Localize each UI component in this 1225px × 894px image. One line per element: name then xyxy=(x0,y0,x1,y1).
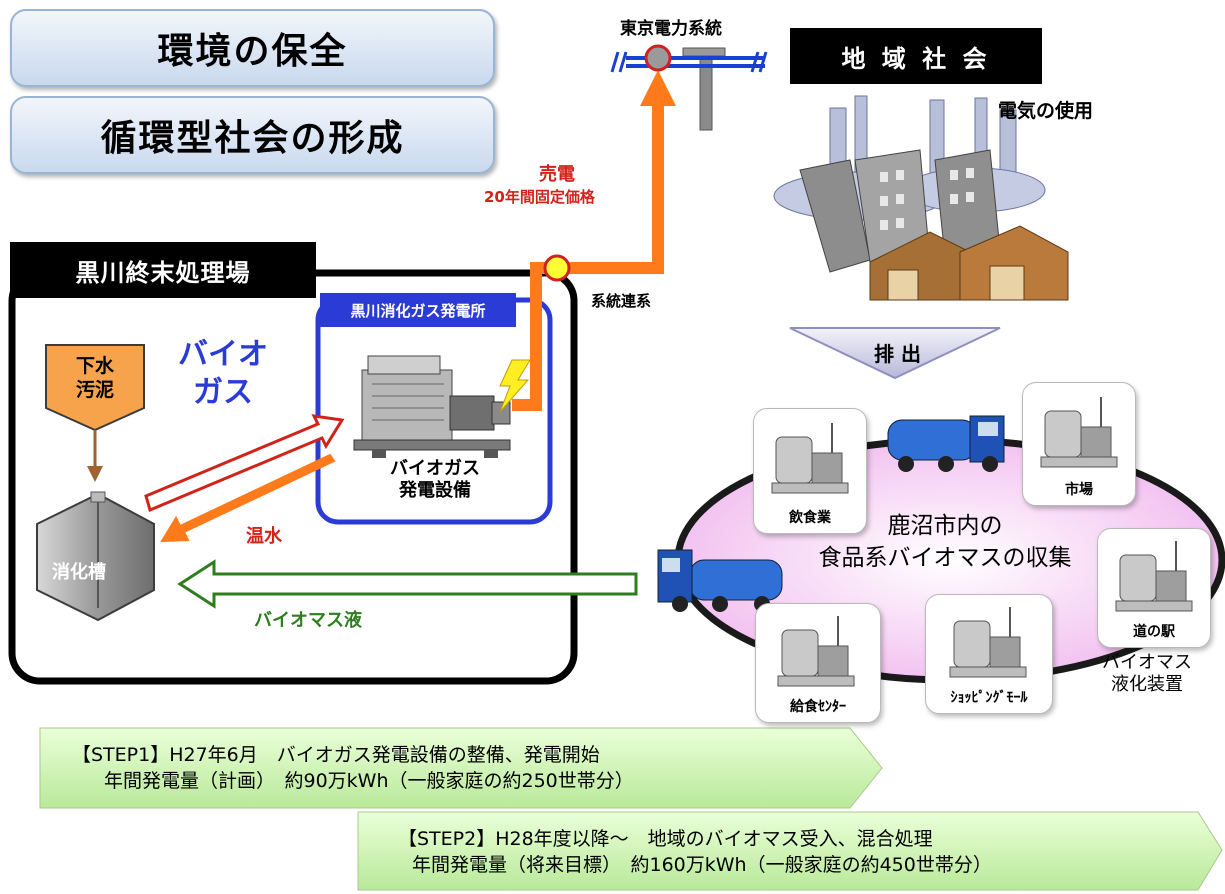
step1-banner-shape xyxy=(39,727,883,809)
generator-illustration xyxy=(353,355,531,458)
power-station-title: 黒川消化ガス発電所 xyxy=(320,293,516,327)
site-card-restaurant: 飲食業 xyxy=(753,408,867,534)
lightning-icon xyxy=(499,359,531,413)
digester-tank xyxy=(36,492,155,622)
biogas-label-line2: ガス xyxy=(193,375,253,410)
sludge-box xyxy=(45,344,145,432)
site-label-roadside-station: 道の駅 xyxy=(1133,624,1175,640)
hot-water-label: 温水 xyxy=(246,526,282,547)
liquefaction-device-icon xyxy=(1040,397,1118,468)
interconnection-point xyxy=(543,254,571,282)
power-station-title-text: 黒川消化ガス発電所 xyxy=(350,301,486,320)
generator-label-line1: バイオガス xyxy=(390,458,480,479)
biogas-label: バイオ ガス xyxy=(168,336,278,412)
tanker-truck-icon-top xyxy=(887,415,1005,472)
digester-label: 消化槽 xyxy=(52,562,106,583)
biogas-arrow xyxy=(144,414,345,513)
biomass-liquid-arrow xyxy=(177,559,638,609)
plant-title-text: 黒川終末処理場 xyxy=(75,258,251,287)
community-title: 地 域 社 会 xyxy=(790,28,1042,84)
step2-line1: 【STEP2】H28年度以降～ 地域のバイオマス受入、混合処理 xyxy=(398,828,933,850)
sludge-label-line2: 汚泥 xyxy=(75,379,114,401)
sludge-label: 下水 汚泥 xyxy=(46,354,144,402)
city-illustration xyxy=(773,95,1069,301)
goal-recycling-society-label: 循環型社会の形成 xyxy=(100,118,405,159)
liquefaction-device-icon xyxy=(771,423,849,494)
liquefaction-device-label: バイオマス 液化装置 xyxy=(1082,652,1212,696)
sell-title: 売電 xyxy=(539,164,575,185)
liquefaction-device-line2: 液化装置 xyxy=(1111,674,1183,695)
power-line-arrowhead xyxy=(640,70,676,106)
step1-line1: 【STEP1】H27年6月 バイオガス発電設備の整備、発電開始 xyxy=(72,744,600,766)
goal-recycling-society-box: 循環型社会の形成 xyxy=(10,96,495,174)
site-label-market: 市場 xyxy=(1065,482,1093,498)
step2-banner-shape xyxy=(357,811,1223,891)
step2-line2: 年間発電量（将来目標） 約160万kWh（一般家庭の約450世帯分） xyxy=(412,854,992,876)
liquefaction-device-icon xyxy=(1115,541,1193,612)
generator-label-line2: 発電設備 xyxy=(399,480,471,501)
liquefaction-device-line1: バイオマス xyxy=(1102,652,1192,673)
site-label-shopping-mall: ｼｮｯﾋﾟﾝｸﾞﾓｰﾙ xyxy=(950,690,1028,706)
interconnect-label: 系統連系 xyxy=(591,292,652,310)
plant-title: 黒川終末処理場 xyxy=(10,242,316,298)
site-card-market: 市場 xyxy=(1022,382,1136,506)
site-card-school-lunch-center: 給食ｾﾝﾀｰ xyxy=(755,603,881,723)
site-label-restaurant: 飲食業 xyxy=(789,510,831,526)
collection-center-line2: 食品系バイオマスの収集 xyxy=(818,545,1072,571)
site-label-school-lunch-center: 給食ｾﾝﾀｰ xyxy=(790,699,846,715)
tanker-truck-icon-left xyxy=(657,549,783,612)
generator-label: バイオガス 発電設備 xyxy=(360,458,510,502)
discharge-label: 排 出 xyxy=(874,342,921,366)
discharge-arrow xyxy=(789,327,1001,380)
step1-text: 【STEP1】H27年6月 バイオガス発電設備の整備、発電開始 年間発電量（計画… xyxy=(72,742,634,794)
power-line-arrow xyxy=(512,100,664,411)
hot-water-arrow xyxy=(160,453,336,543)
step2-text: 【STEP2】H28年度以降～ 地域のバイオマス受入、混合処理 年間発電量（将来… xyxy=(398,826,992,878)
sludge-label-line1: 下水 xyxy=(75,355,114,377)
biomass-liquid-label: バイオマス液 xyxy=(254,610,362,631)
site-card-shopping-mall: ｼｮｯﾋﾟﾝｸﾞﾓｰﾙ xyxy=(925,594,1053,714)
liquefaction-device-icon xyxy=(777,616,855,687)
goal-environment-label: 環境の保全 xyxy=(157,31,348,72)
step1-line2: 年間発電量（計画） 約90万kWh（一般家庭の約250世帯分） xyxy=(104,770,634,792)
utility-pole-icon xyxy=(610,44,768,131)
electricity-usage-label: 電気の使用 xyxy=(998,100,1094,122)
site-card-roadside-station: 道の駅 xyxy=(1097,528,1211,648)
collection-center-line1: 鹿沼市内の xyxy=(887,513,1003,539)
grid-name: 東京電力系統 xyxy=(620,19,722,39)
community-title-text: 地 域 社 会 xyxy=(841,44,991,73)
liquefaction-device-icon xyxy=(949,607,1027,678)
biogas-label-line1: バイオ xyxy=(178,337,268,372)
goal-environment-box: 環境の保全 xyxy=(10,9,495,87)
sell-subtitle: 20年間固定価格 xyxy=(484,188,595,206)
collection-center-text: 鹿沼市内の 食品系バイオマスの収集 xyxy=(780,510,1110,574)
